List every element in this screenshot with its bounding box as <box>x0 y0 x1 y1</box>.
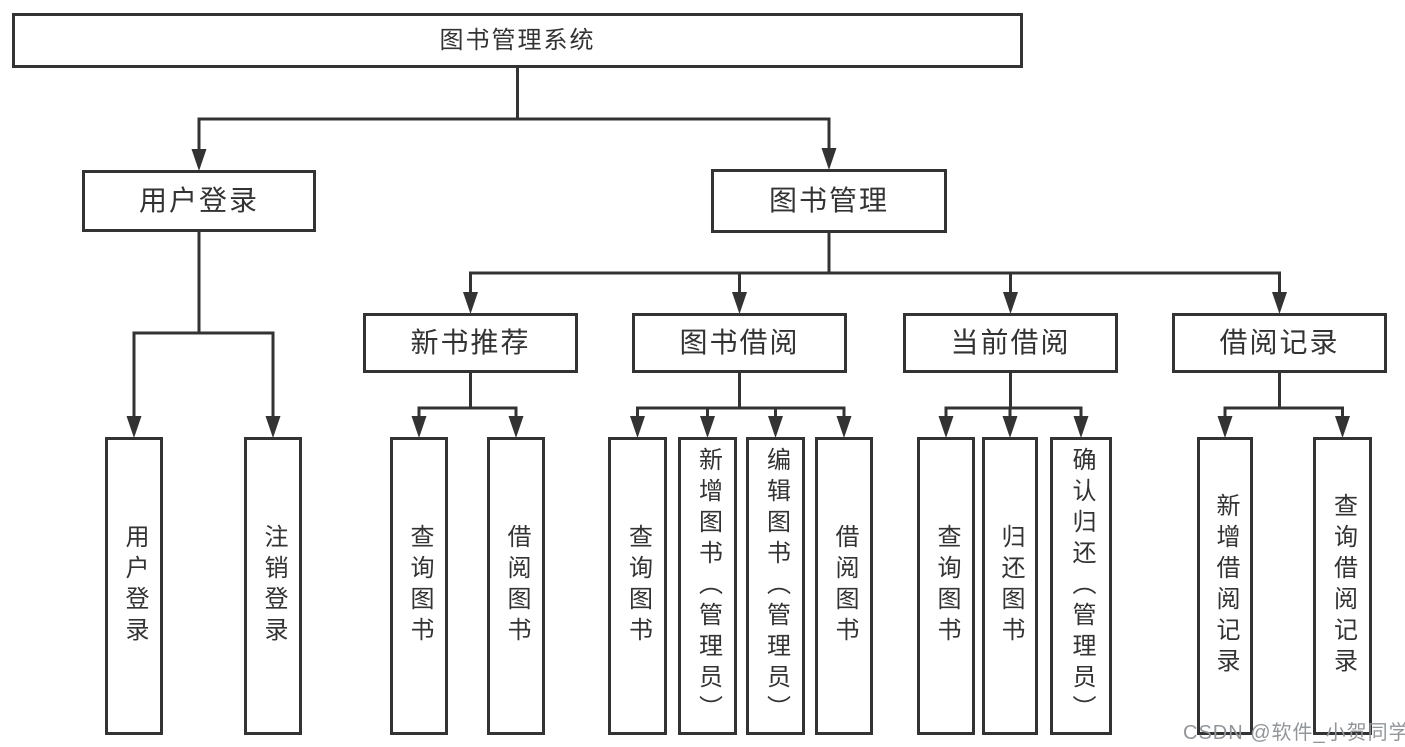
node-records-add-record: 新增借阅记录 <box>1197 437 1253 735</box>
node-records-query-record: 查询借阅记录 <box>1313 437 1372 735</box>
node-logout-action: 注销登录 <box>244 437 302 735</box>
node-current-return-books: 归还图书 <box>982 437 1038 735</box>
node-login-action: 用户登录 <box>105 437 163 735</box>
edge-from-borrow-records <box>1223 371 1344 424</box>
arrowhead-icon <box>938 416 954 438</box>
node-label-current-query-books: 查询图书 <box>933 524 960 648</box>
node-recommend-query-books: 查询图书 <box>390 437 448 735</box>
arrowhead-icon <box>1272 292 1287 314</box>
node-borrow-query-books: 查询图书 <box>608 437 667 735</box>
node-current-borrow: 当前借阅 <box>903 313 1118 373</box>
arrowhead-icon <box>126 416 142 438</box>
node-borrow-borrow-books: 借阅图书 <box>815 437 873 735</box>
arrowhead-icon <box>1003 292 1018 314</box>
node-label-records-query-record: 查询借阅记录 <box>1329 493 1357 679</box>
arrowhead-icon <box>700 416 715 438</box>
edge-from-book-management <box>469 231 1281 300</box>
node-label-root: 图书管理系统 <box>439 26 596 54</box>
node-label-borrow-query-books: 查询图书 <box>624 524 652 648</box>
node-label-book-borrow: 图书借阅 <box>679 327 800 358</box>
arrowhead-icon <box>768 416 783 438</box>
edge-from-user-login <box>132 230 275 424</box>
node-root: 图书管理系统 <box>12 13 1023 68</box>
arrowhead-icon <box>821 148 837 170</box>
node-label-recommend-borrow-books: 借阅图书 <box>503 524 530 648</box>
node-label-book-management: 图书管理 <box>768 185 889 216</box>
node-new-book-recommend: 新书推荐 <box>363 313 578 373</box>
node-label-current-borrow: 当前借阅 <box>950 327 1071 358</box>
node-book-management: 图书管理 <box>711 169 947 233</box>
arrowhead-icon <box>1217 416 1233 438</box>
edge-from-current-borrow <box>944 371 1083 424</box>
arrowhead-icon <box>411 416 427 438</box>
node-label-borrow-borrow-books: 借阅图书 <box>831 524 858 648</box>
node-label-recommend-query-books: 查询图书 <box>406 524 433 648</box>
node-label-borrow-records: 借阅记录 <box>1219 327 1340 358</box>
edge-from-book-borrow <box>636 371 846 424</box>
arrowhead-icon <box>836 416 852 438</box>
arrowhead-icon <box>508 416 524 438</box>
arrowhead-icon <box>630 416 645 438</box>
node-label-borrow-add-books-admin: 新增图书（管理员） <box>694 446 722 726</box>
arrowhead-icon <box>1002 416 1018 438</box>
node-borrow-edit-books-admin: 编辑图书（管理员） <box>746 437 805 735</box>
node-label-login-action: 用户登录 <box>121 524 148 648</box>
arrowhead-icon <box>463 292 478 314</box>
node-book-borrow: 图书借阅 <box>632 313 847 373</box>
node-user-login: 用户登录 <box>82 170 316 232</box>
node-current-query-books: 查询图书 <box>917 437 975 735</box>
node-recommend-borrow-books: 借阅图书 <box>487 437 545 735</box>
node-borrow-add-books-admin: 新增图书（管理员） <box>678 437 737 735</box>
arrowhead-icon <box>265 416 281 438</box>
node-current-confirm-return-admin: 确认归还（管理员） <box>1050 437 1112 735</box>
edge-from-root <box>197 66 831 157</box>
node-label-user-login: 用户登录 <box>138 185 259 216</box>
arrowhead-icon <box>732 292 747 314</box>
arrowhead-icon <box>191 149 207 171</box>
edge-from-new-book-recommend <box>417 371 518 424</box>
node-borrow-records: 借阅记录 <box>1172 313 1387 373</box>
node-label-current-return-books: 归还图书 <box>997 524 1024 648</box>
node-label-new-book-recommend: 新书推荐 <box>410 327 531 358</box>
csdn-watermark: CSDN @软件_小贺同学 <box>1183 722 1405 744</box>
arrowhead-icon <box>1073 416 1089 438</box>
node-label-logout-action: 注销登录 <box>260 524 287 648</box>
node-label-current-confirm-return-admin: 确认归还（管理员） <box>1068 446 1095 726</box>
arrowhead-icon <box>1335 416 1350 438</box>
node-label-records-add-record: 新增借阅记录 <box>1212 493 1239 679</box>
node-label-borrow-edit-books-admin: 编辑图书（管理员） <box>762 446 790 726</box>
